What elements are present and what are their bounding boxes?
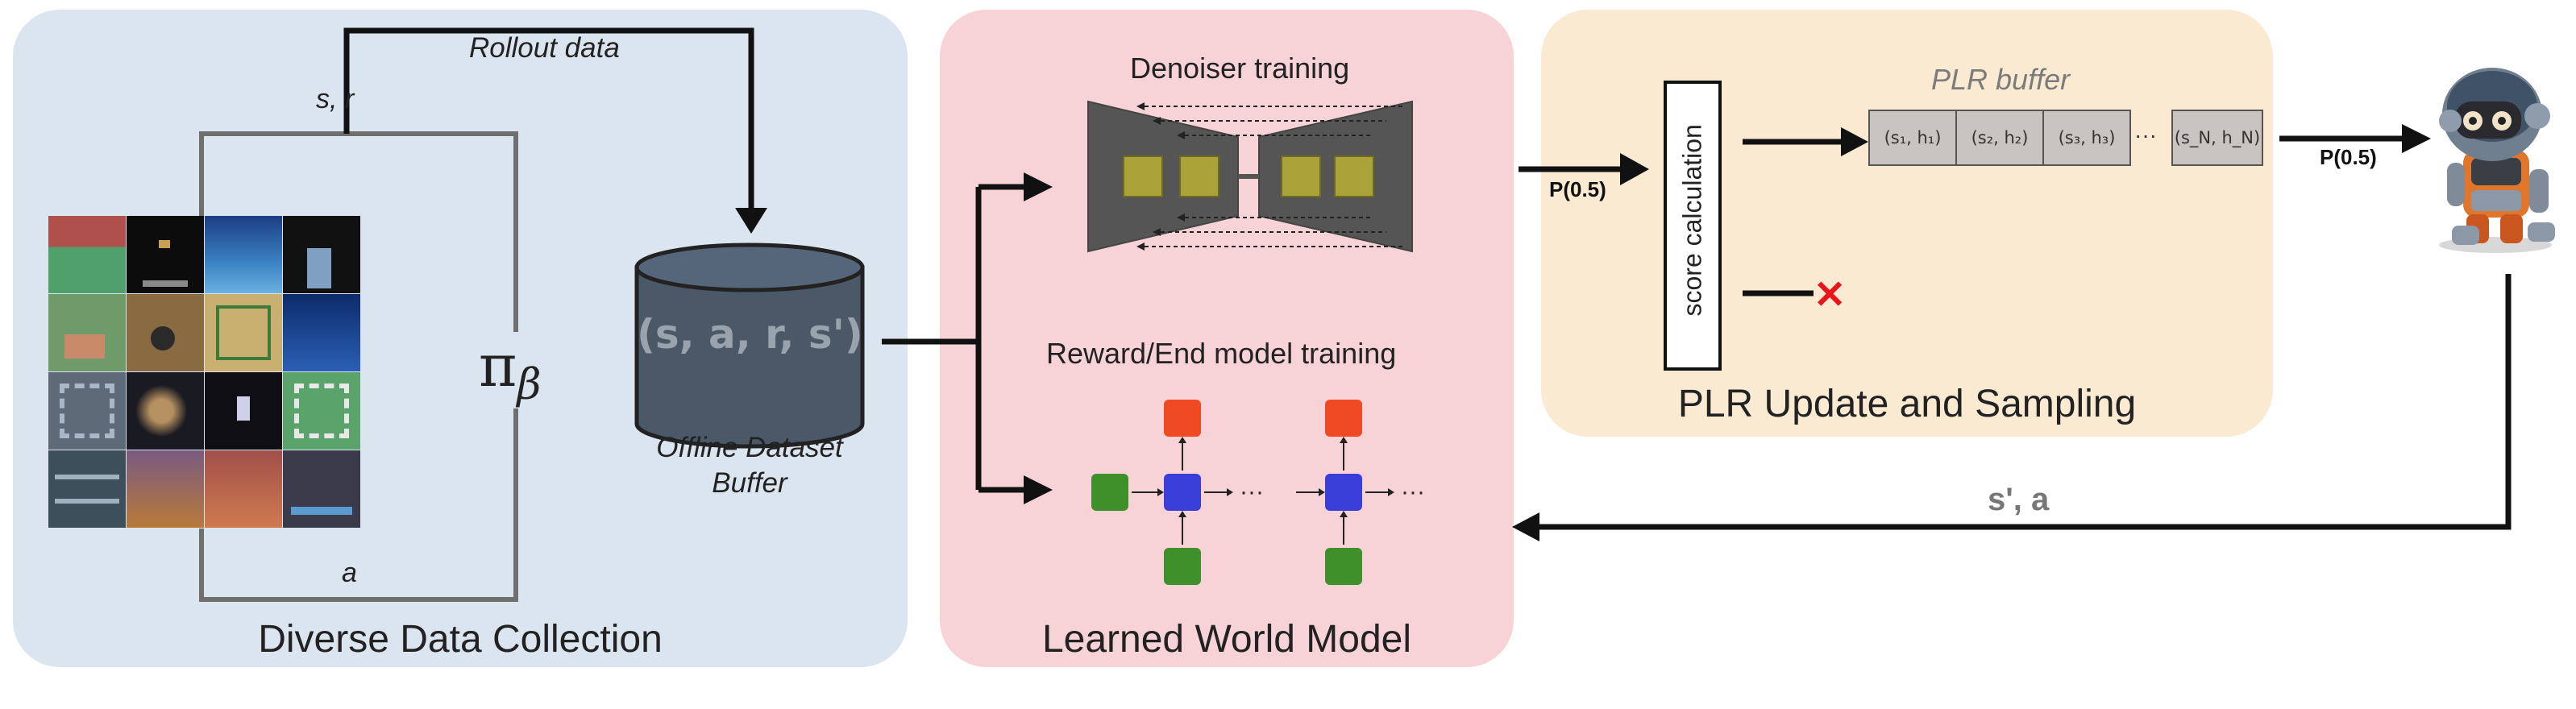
rollout-arrow bbox=[343, 27, 754, 211]
dataset-caption-2: Buffer bbox=[712, 467, 787, 499]
score-calc-label: score calculation bbox=[1677, 124, 1707, 317]
plr-title: PLR Update and Sampling bbox=[1677, 383, 2137, 425]
collection-title: Diverse Data Collection bbox=[258, 618, 663, 661]
dataset-tuple: (s, a, r, s') bbox=[637, 311, 863, 358]
plr-buffer-cell: (s_N, h_N) bbox=[2171, 110, 2263, 166]
policy-symbol: πβ bbox=[476, 332, 545, 409]
policy-beta: β bbox=[517, 360, 542, 409]
game-tile bbox=[127, 216, 204, 293]
p-in-label: P(0.5) bbox=[1549, 177, 1606, 201]
arrowhead-to-buffer bbox=[1841, 127, 1868, 156]
dataset-caption-1: Offline Dataset bbox=[656, 432, 843, 463]
denoiser-label: Denoiser training bbox=[1130, 52, 1350, 85]
world-model-title: Learned World Model bbox=[1041, 618, 1412, 661]
feedback-arrow bbox=[1535, 274, 2512, 530]
game-tile bbox=[283, 372, 360, 450]
game-tile bbox=[48, 372, 126, 450]
game-mosaic bbox=[48, 216, 361, 529]
game-tile bbox=[127, 450, 204, 528]
arrowhead-denoiser bbox=[1024, 172, 1053, 201]
arrowhead-to-score bbox=[1620, 153, 1649, 185]
policy-loop bbox=[199, 131, 518, 602]
plr-buffer-label: PLR buffer bbox=[1931, 63, 2071, 96]
p-out-label: P(0.5) bbox=[2320, 145, 2377, 169]
node-dots-1: ··· bbox=[1240, 479, 1264, 505]
game-tile bbox=[205, 216, 282, 293]
denoiser-unet bbox=[1087, 100, 1413, 253]
game-tile bbox=[48, 450, 126, 528]
robot-agent-icon bbox=[2439, 68, 2555, 253]
world-model-panel bbox=[940, 10, 1514, 667]
plr-buffer-ellipsis: ··· bbox=[2134, 122, 2157, 147]
plr-buffer-cell: (s₃, h₃) bbox=[2042, 110, 2131, 166]
dataset-to-model-arrows bbox=[882, 184, 1028, 493]
policy-pi: π bbox=[479, 332, 517, 400]
game-tile bbox=[205, 450, 282, 528]
reward-model-label: Reward/End model training bbox=[1046, 337, 1397, 370]
game-tile bbox=[205, 294, 282, 371]
node-dots-2: ··· bbox=[1401, 479, 1425, 505]
game-tile bbox=[48, 294, 126, 371]
arrowhead-feedback bbox=[1512, 512, 1539, 541]
rollout-data-label: Rollout data bbox=[469, 32, 620, 64]
plr-buffer-cell: (s₁, h₁) bbox=[1868, 110, 1957, 166]
plr-panel bbox=[1541, 10, 2273, 437]
game-tile bbox=[283, 294, 360, 371]
game-tile bbox=[283, 216, 360, 293]
arrowhead-to-agent bbox=[2402, 124, 2431, 153]
reject-mark: ✕ bbox=[1814, 274, 1847, 317]
game-tile bbox=[127, 294, 204, 371]
plr-buffer-cell: (s₂, h₂) bbox=[1955, 110, 2044, 166]
action-label: a bbox=[342, 558, 357, 588]
feedback-label: s', a bbox=[1988, 482, 2050, 517]
game-tile bbox=[127, 372, 204, 450]
dataset-cylinder bbox=[634, 243, 865, 449]
arrowhead-reward bbox=[1024, 475, 1053, 504]
reward-model-graph bbox=[1091, 400, 1394, 585]
game-tile bbox=[283, 450, 360, 528]
score-calc-box bbox=[1664, 81, 1722, 371]
game-tile bbox=[205, 372, 282, 450]
rollout-arrowhead bbox=[735, 208, 767, 234]
state-reward-label: s, r bbox=[316, 84, 355, 114]
game-tile bbox=[48, 216, 126, 293]
